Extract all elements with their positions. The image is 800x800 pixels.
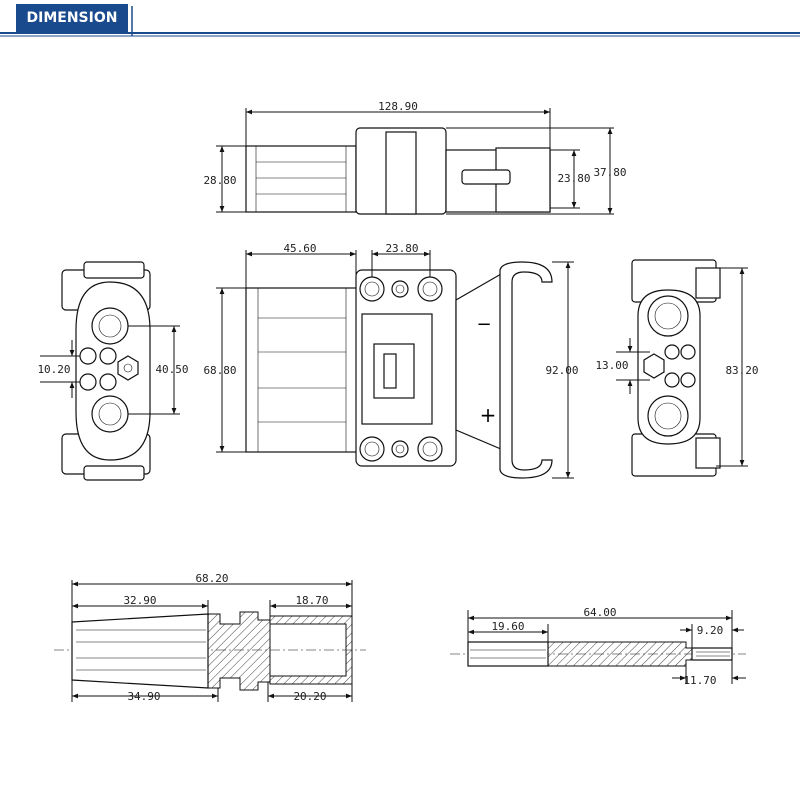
dim-left-pitch-small: 10.20 <box>37 363 70 376</box>
dim-right-height: 83.20 <box>725 364 758 377</box>
contact-right-section: 64.00 19.60 9.20 11.70 <box>450 606 746 687</box>
dim-front-pitch-top: 23.80 <box>385 242 418 255</box>
dim-contact2-b: 9.20 <box>697 624 724 637</box>
dim-contact1-c: 34.90 <box>127 690 160 703</box>
dim-front-height-left: 68.80 <box>203 364 236 377</box>
dim-front-height-right: 92.00 <box>545 364 578 377</box>
dim-contact1-d: 20.20 <box>293 690 326 703</box>
plus-sign: + <box>480 403 497 427</box>
left-view: 10.20 40.50 <box>37 261 189 481</box>
front-view: − + 45.60 23.80 68.80 92.00 <box>203 242 579 479</box>
dim-contact1-a: 32.90 <box>123 594 156 607</box>
dim-contact1-total: 68.20 <box>195 572 228 585</box>
dim-contact1-b: 18.70 <box>295 594 328 607</box>
dim-left-pitch-large: 40.50 <box>155 363 188 376</box>
header-rules <box>0 6 800 37</box>
dim-front-width-top: 45.60 <box>283 242 316 255</box>
top-view: 128.90 28.80 23.80 37.80 <box>203 100 627 215</box>
dim-top-length: 128.90 <box>378 100 418 113</box>
minus-sign: − <box>476 314 491 335</box>
right-view: 13.00 83.20 <box>595 259 759 477</box>
dim-contact2-a: 19.60 <box>491 620 524 633</box>
contact-left-section: 68.20 32.90 18.70 34.90 20.20 <box>54 572 366 703</box>
dim-top-height-left: 28.80 <box>203 174 236 187</box>
dim-top-height-inner: 23.80 <box>557 172 590 185</box>
dim-right-pitch-small: 13.00 <box>595 359 628 372</box>
dim-contact2-total: 64.00 <box>583 606 616 619</box>
page-title: DIMENSION <box>16 4 128 32</box>
header-band: DIMENSION <box>0 0 800 40</box>
dim-top-height-right: 37.80 <box>593 166 626 179</box>
dim-contact2-c: 11.70 <box>683 674 716 687</box>
